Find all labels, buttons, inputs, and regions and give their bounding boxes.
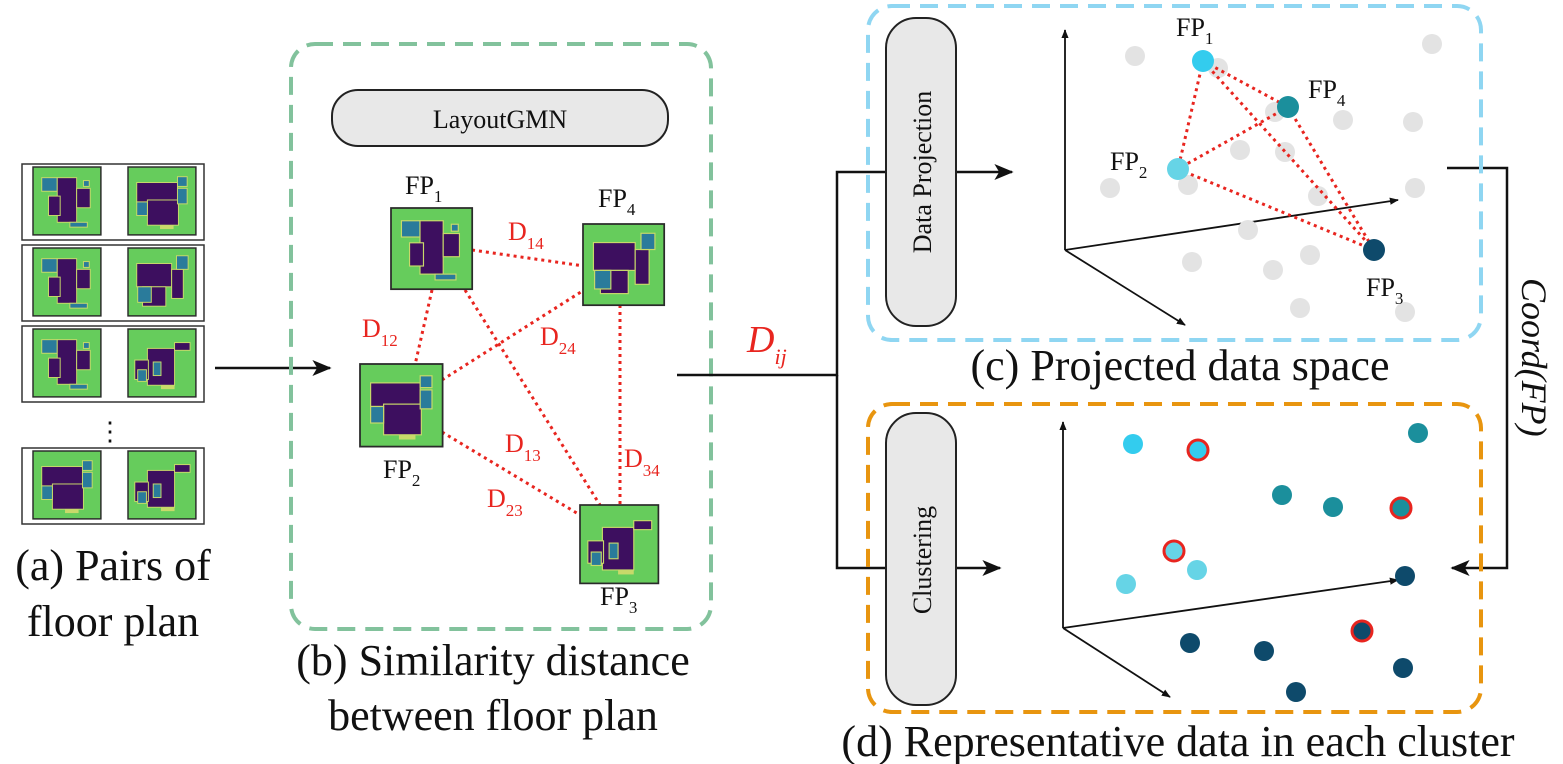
fp2-node: FP2	[359, 363, 444, 490]
caption-b-line1: (b) Similarity distance	[296, 636, 689, 685]
svg-text:FP1: FP1	[405, 171, 442, 206]
panel-c-projection: Data Projection	[866, 4, 1483, 390]
fp-points	[1167, 50, 1385, 261]
floorplan-pair-3	[21, 325, 205, 403]
panel-d-clustering: Clustering (d) Representative data in ea…	[841, 402, 1515, 764]
panel-b-border	[289, 42, 713, 631]
distance-edges	[413, 248, 622, 517]
fp3-point-label: FP3	[1366, 273, 1403, 308]
layoutgmn-label: LayoutGMN	[433, 105, 568, 134]
floorplan-pair-1	[21, 163, 205, 241]
background-points	[1100, 34, 1442, 322]
caption-b-line2: between floor plan	[328, 691, 658, 740]
d14-label: D14	[508, 217, 544, 253]
svg-text:FP3: FP3	[600, 582, 637, 617]
coord-fp-label: Coord(FP)	[1514, 278, 1554, 437]
floorplan-pair-n	[21, 447, 205, 525]
floorplan-pair-2	[21, 244, 205, 322]
fp4-point-label: FP4	[1308, 75, 1346, 110]
dij-label: Dij	[746, 319, 787, 369]
fp2-point-label: FP2	[1110, 147, 1147, 182]
svg-text:FP2: FP2	[383, 455, 420, 490]
d23-label: D23	[487, 484, 523, 520]
d24-label: D24	[540, 322, 576, 358]
panel-c-border	[866, 4, 1483, 342]
fp1-node: FP1	[390, 171, 474, 291]
svg-text:FP4: FP4	[598, 184, 636, 219]
clustering-pill	[885, 412, 957, 706]
clustering-label: Clustering	[908, 506, 937, 614]
d13-label: D13	[505, 429, 541, 465]
fp1-point-label: FP1	[1176, 13, 1213, 48]
caption-a-line1: (a) Pairs of	[15, 541, 211, 590]
panel-b-similarity: LayoutGMN FP1 FP4 FP2 FP3 D12	[289, 42, 713, 740]
fp4-node: FP4	[582, 184, 666, 307]
data-projection-pill	[885, 17, 957, 327]
caption-c: (c) Projected data space	[971, 341, 1390, 390]
panel-d-border	[866, 402, 1483, 714]
ellipsis-more-pairs: ⋮	[97, 417, 123, 446]
axes-c	[1061, 29, 1399, 326]
fp1-point	[1192, 50, 1214, 72]
panel-a-floorplan-pairs: ⋮ (a) Pairs of floor plan	[15, 163, 211, 646]
layoutgmn-pill	[331, 89, 669, 147]
fp2-point	[1167, 158, 1189, 180]
caption-d: (d) Representative data in each cluster	[841, 717, 1514, 764]
fp3-point	[1363, 239, 1385, 261]
d12-label: D12	[362, 314, 398, 350]
projected-distance-edges	[1176, 59, 1376, 252]
fp3-node: FP3	[579, 504, 660, 617]
caption-a-line2: floor plan	[27, 597, 199, 646]
fp4-point	[1277, 96, 1299, 118]
data-projection-label: Data Projection	[908, 91, 937, 253]
cluster-points	[1116, 423, 1428, 702]
axes-d	[1059, 421, 1399, 698]
d34-label: D34	[624, 444, 660, 480]
